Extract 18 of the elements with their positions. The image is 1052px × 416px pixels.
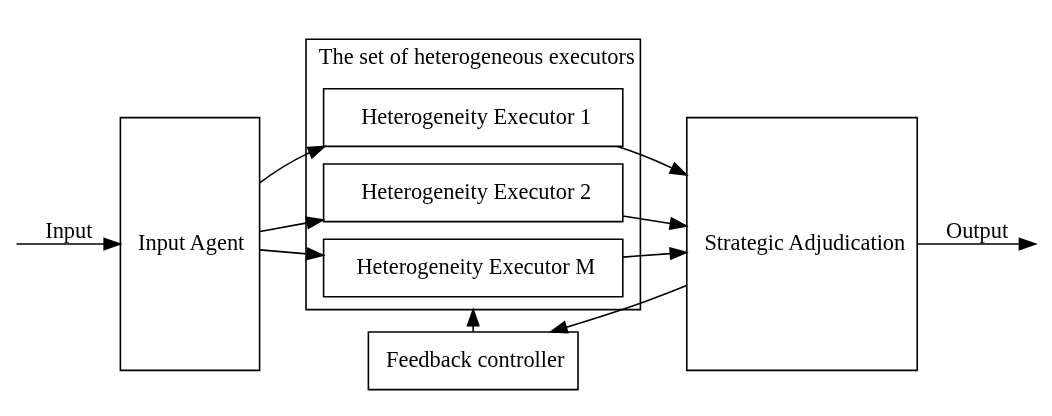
arrow — [548, 284, 688, 334]
arrow — [466, 307, 480, 333]
node-box: Feedback controller — [367, 331, 579, 391]
node-box: Heterogeneity Executor 2 — [322, 163, 624, 223]
arrow — [616, 145, 689, 177]
arrow — [622, 246, 689, 261]
arrow — [258, 145, 327, 184]
node-box: Heterogeneity Executor 1 — [322, 88, 624, 148]
arrow — [259, 216, 326, 233]
node-box: Input Agent — [119, 116, 261, 372]
node-box: Strategic Adjudication — [686, 116, 918, 372]
node-box: Heterogeneity Executor M — [322, 238, 624, 298]
arrow — [259, 247, 326, 261]
edge-label: Input — [45, 217, 93, 243]
arrow — [15, 237, 123, 251]
arrow — [622, 215, 689, 231]
edge-label: Output — [946, 217, 1009, 243]
arrow — [916, 237, 1038, 251]
